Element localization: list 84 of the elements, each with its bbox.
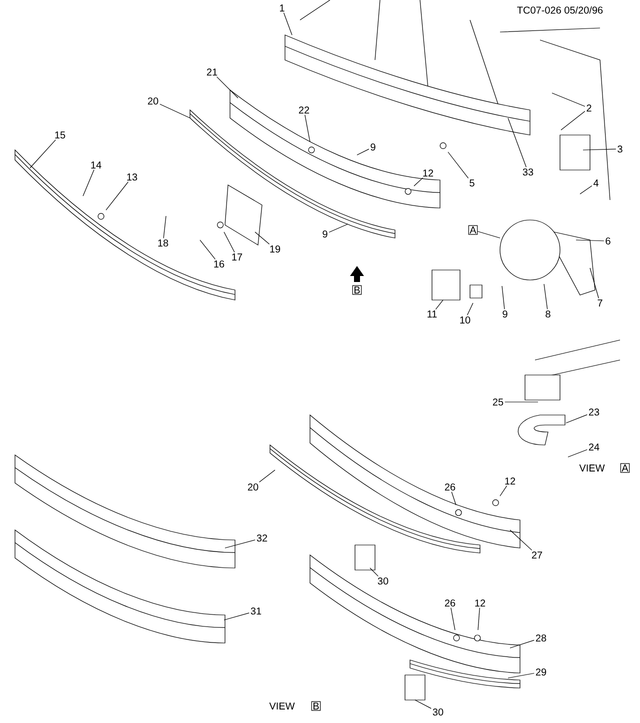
leader-line — [502, 286, 505, 310]
callout-number: 20 — [148, 97, 158, 105]
callout-number: 4 — [593, 180, 598, 186]
callout-number: 30 — [378, 577, 388, 585]
code-label: TC07-026 05/20/96 — [517, 6, 603, 14]
callout-number: 15 — [55, 132, 66, 138]
callout-number: 33 — [522, 168, 534, 176]
callout-number: 20 — [248, 483, 258, 491]
callout-number: 12 — [475, 600, 486, 606]
leader-line — [477, 231, 500, 238]
leader-line — [508, 672, 534, 678]
callout-number: 32 — [256, 534, 268, 542]
leader-line — [224, 612, 250, 620]
leader-line — [414, 700, 432, 709]
callout-number: 13 — [127, 173, 138, 181]
leader-line — [568, 449, 588, 458]
callout-number: 9 — [370, 143, 376, 151]
callout-number: 21 — [206, 68, 218, 76]
callout-number: 8 — [546, 310, 550, 318]
leader-line — [510, 530, 532, 551]
callout-number: 29 — [536, 668, 546, 676]
callout-number: 28 — [536, 634, 546, 642]
leader-line — [466, 302, 474, 316]
leader-line — [508, 118, 527, 168]
callout-number: 26 — [444, 599, 456, 607]
callout-number: 24 — [588, 444, 600, 450]
callout-number: 30 — [432, 708, 444, 716]
leader-line — [582, 148, 616, 150]
callout-number: 5 — [470, 180, 474, 186]
callout-number: 25 — [492, 398, 504, 406]
leader-line — [356, 148, 370, 156]
leader-line — [224, 232, 235, 253]
leader-line — [163, 216, 166, 238]
leader-line — [224, 540, 256, 548]
leader-line — [160, 104, 190, 118]
leader-line — [451, 492, 456, 506]
callout-number: 1 — [280, 4, 284, 12]
callout-number: 10 — [460, 316, 470, 324]
callout-number: 9 — [322, 230, 328, 238]
leader-line — [478, 608, 480, 630]
leader-line — [370, 568, 378, 576]
callout-number: 31 — [250, 607, 262, 615]
view-label: VIEW — [269, 702, 295, 710]
leader-line — [200, 240, 216, 260]
callout-number: 16 — [214, 260, 224, 268]
callout-number: 2 — [586, 104, 592, 112]
leader-line — [590, 268, 599, 299]
callout-number: 11 — [428, 310, 437, 318]
leader-line — [258, 470, 276, 482]
callout-number: 17 — [232, 254, 242, 260]
callout-number: 6 — [606, 237, 610, 245]
callout-number: 18 — [158, 239, 168, 247]
leader-line — [254, 232, 270, 244]
leader-line — [82, 169, 94, 196]
leader-line — [30, 139, 56, 168]
callout-number: 12 — [505, 478, 516, 484]
callout-number: 7 — [598, 300, 602, 306]
leader-line — [576, 240, 604, 242]
callout-number: 9 — [502, 310, 508, 318]
leader-line — [106, 182, 128, 210]
leader-line — [566, 414, 588, 424]
leader-line — [450, 608, 456, 630]
callout-number: 23 — [588, 408, 600, 416]
leader-line — [560, 110, 586, 130]
leader-line — [448, 152, 469, 179]
leader-line — [283, 12, 292, 36]
callout-number: 19 — [270, 245, 280, 253]
callout-number: 3 — [618, 145, 622, 153]
view-label: VIEW — [579, 464, 605, 472]
leader-line — [500, 486, 508, 496]
leader-line — [510, 640, 534, 648]
callout-number: 12 — [423, 170, 434, 176]
leader-line — [328, 224, 348, 233]
leader-line — [216, 76, 238, 98]
leader-line — [580, 186, 592, 194]
callout-number: 22 — [298, 106, 310, 114]
callout-number: 26 — [444, 483, 456, 491]
leader-line — [414, 178, 424, 186]
leader-line — [552, 92, 586, 107]
callout-number: 27 — [532, 552, 542, 558]
leader-line — [544, 284, 548, 310]
leader-line — [304, 114, 310, 142]
callout-number: 14 — [91, 162, 102, 168]
leader-line — [435, 300, 444, 310]
